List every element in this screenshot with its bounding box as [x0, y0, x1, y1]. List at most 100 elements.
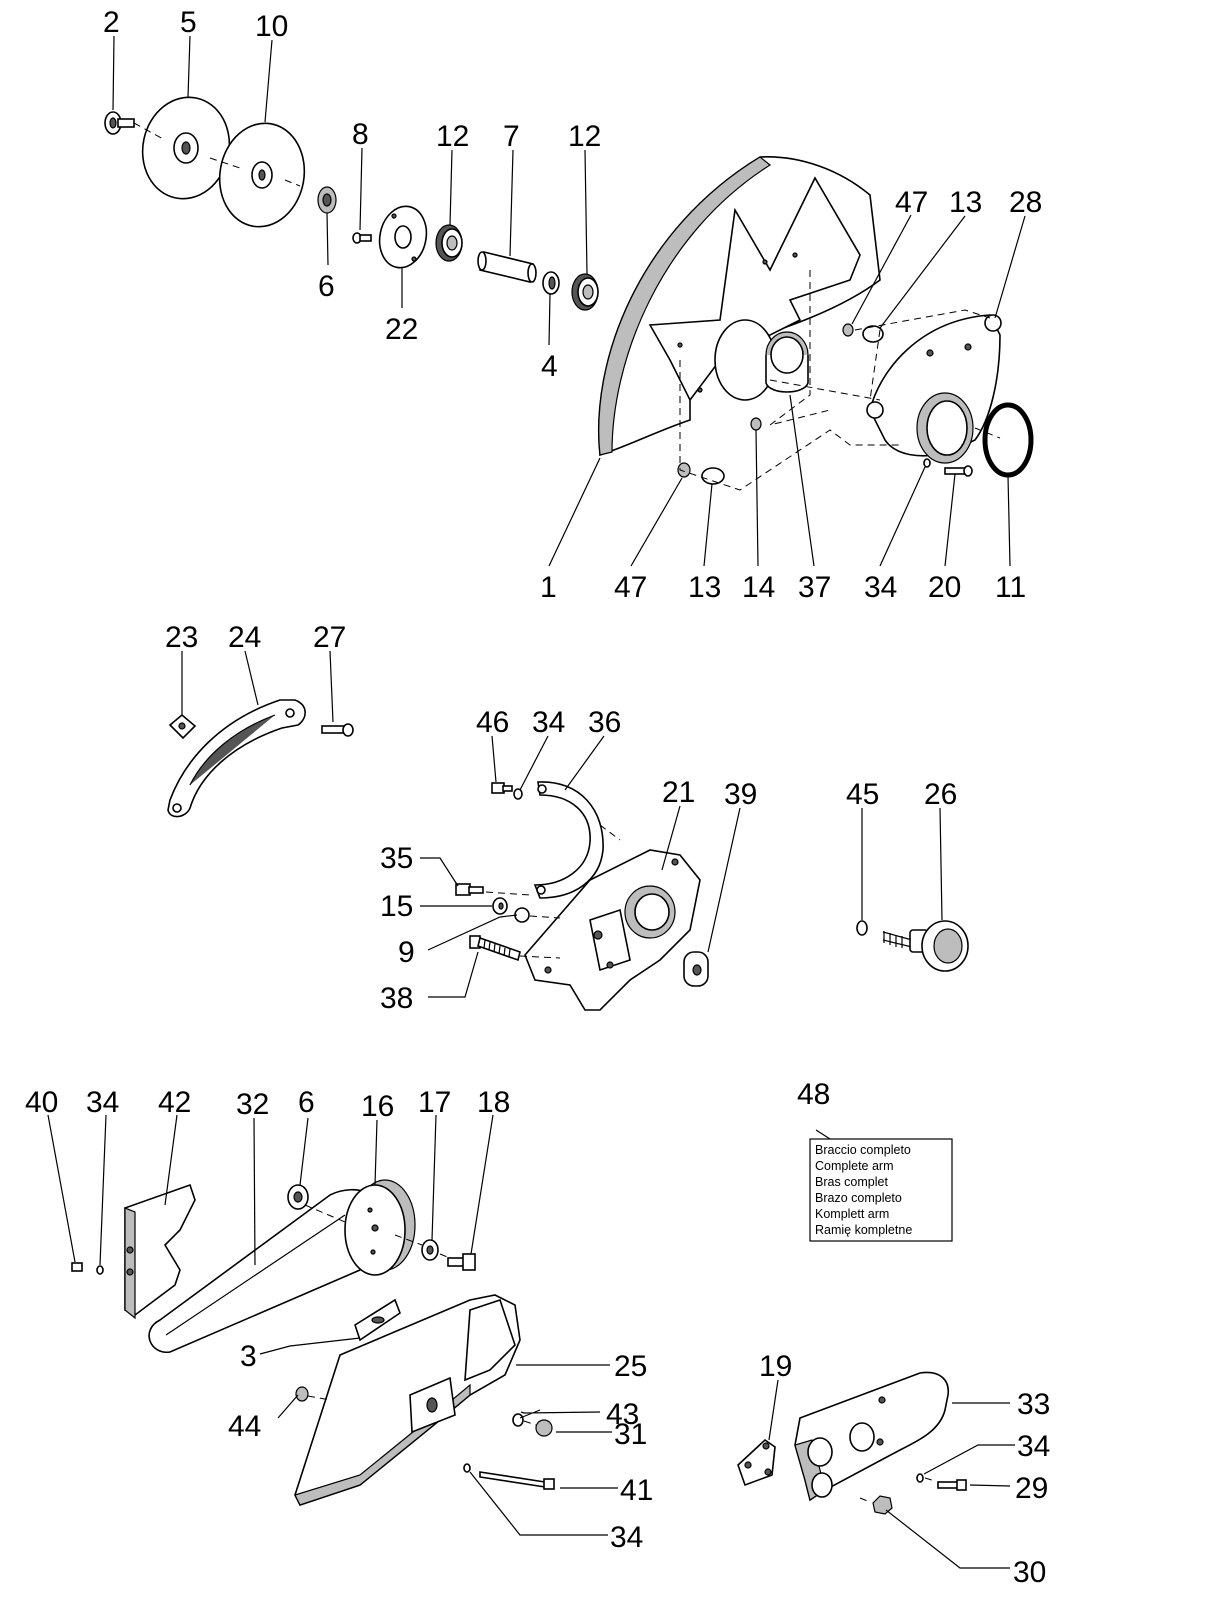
callout-13-bottom: 13 [688, 571, 721, 604]
callout-23: 23 [165, 621, 198, 654]
part-3-plate [354, 1298, 401, 1342]
middle-assembly [167, 699, 969, 1011]
part-42-inner-guard [124, 1183, 196, 1320]
callout-12-left: 12 [436, 120, 469, 153]
part-34-washer-middle [513, 788, 523, 800]
part-26-knob [882, 920, 969, 972]
part-43-washer [512, 1413, 524, 1427]
part-7-shaft [477, 251, 537, 283]
callout-22: 22 [385, 313, 418, 346]
callout-14: 14 [742, 571, 775, 604]
callout-44: 44 [228, 1410, 261, 1443]
part-41-long-screw [479, 1471, 555, 1490]
callout-9: 9 [398, 936, 415, 969]
part-9-washer [514, 907, 530, 923]
part-45-washer [856, 920, 868, 936]
callout-30: 30 [1013, 1556, 1046, 1589]
part-31-nut [535, 1419, 553, 1437]
callout-7: 7 [503, 120, 520, 153]
callout-3: 3 [240, 1340, 257, 1373]
part-36-curved-guard [533, 781, 604, 899]
callout-20: 20 [928, 571, 961, 604]
part-39-tab [683, 951, 709, 987]
callout-43: 43 [606, 1398, 639, 1431]
leader-lines [47, 35, 1026, 1569]
callout-21: 21 [662, 776, 695, 809]
part-24-curved-bracket [167, 699, 306, 818]
part-47-nut-top [842, 323, 854, 337]
part-1-blade-guard [598, 156, 881, 457]
blade-guard-assembly [104, 96, 1034, 491]
part-47-nut-bottom [677, 462, 691, 478]
note-line-3: Bras complet [815, 1175, 888, 1189]
callout-32: 32 [236, 1088, 269, 1121]
callout-34-upper-right: 34 [1017, 1430, 1050, 1463]
callout-8: 8 [352, 118, 369, 151]
part-19-bracket-plate [737, 1438, 776, 1487]
callout-42: 42 [158, 1086, 191, 1119]
part-6-spacer-top [317, 186, 337, 214]
part-16-pulley [344, 1179, 416, 1276]
callout-34-bottom: 34 [610, 1521, 643, 1554]
callout-34-left: 34 [86, 1086, 119, 1119]
part-12-bearing-left [435, 224, 463, 262]
callout-1: 1 [540, 571, 557, 604]
part-17-washer [421, 1239, 439, 1261]
bottom-assembly [71, 1179, 967, 1515]
note-line-5: Komplett arm [815, 1207, 889, 1221]
part-21-arm-housing [524, 849, 701, 1011]
part-37-bush [765, 331, 809, 393]
part-23-square-nut [168, 713, 197, 740]
callout-10: 10 [255, 10, 288, 43]
part-11-o-ring [982, 402, 1034, 478]
callout-6-bottom: 6 [298, 1086, 315, 1119]
callout-34-middle: 34 [532, 706, 565, 739]
part-40-screw [71, 1262, 83, 1272]
callout-19: 19 [759, 1350, 792, 1383]
part-44-nut [295, 1386, 309, 1402]
callout-31: 31 [614, 1418, 647, 1451]
part-4-ring [542, 271, 560, 295]
note-line-2: Complete arm [815, 1159, 894, 1173]
part-34-washer-top [923, 458, 931, 468]
callout-12-right: 12 [568, 120, 601, 153]
part-10-inner-flange [218, 122, 306, 228]
part-18-bolt [447, 1253, 476, 1271]
callout-11: 11 [995, 571, 1026, 604]
callout-40: 40 [25, 1086, 58, 1119]
part-33-rear-cover [794, 1371, 949, 1502]
part-28-bearing-cover [866, 314, 1002, 464]
callout-28: 28 [1009, 186, 1042, 219]
callout-18: 18 [477, 1086, 510, 1119]
callout-5: 5 [180, 6, 197, 39]
complete-arm-note-box: Braccio completo Complete arm Bras compl… [809, 1138, 953, 1242]
part-25-belt-guard [294, 1294, 521, 1506]
part-13-washer-bottom [701, 467, 725, 485]
part-12-bearing-right [571, 273, 599, 311]
part-14-nut [750, 417, 762, 431]
callout-16: 16 [361, 1090, 394, 1123]
part-20-screw [944, 465, 973, 477]
callout-36: 36 [588, 706, 621, 739]
part-27-screw [321, 723, 354, 737]
callout-38: 38 [380, 982, 413, 1015]
part-13-washer-top [862, 325, 884, 343]
callout-47-top: 47 [895, 186, 928, 219]
part-34-washer-right [916, 1473, 924, 1483]
part-34-washer-bottom [463, 1463, 471, 1473]
callout-46: 46 [476, 706, 509, 739]
callout-34-top: 34 [864, 571, 897, 604]
callout-2: 2 [103, 6, 120, 39]
note-line-4: Brazo completo [815, 1191, 902, 1205]
callout-numbers: 2 5 10 8 12 7 12 6 22 4 47 13 28 1 47 13… [25, 6, 1050, 1589]
callout-48: 48 [797, 1078, 830, 1111]
note-line-6: Ramię kompletne [815, 1223, 912, 1237]
callout-29: 29 [1015, 1472, 1048, 1505]
callout-24: 24 [228, 621, 261, 654]
callout-6-top: 6 [318, 270, 335, 303]
part-34-washer-left [96, 1265, 104, 1275]
part-8-screw [352, 232, 372, 244]
part-5-outer-flange [141, 96, 231, 200]
callout-39: 39 [724, 778, 757, 811]
